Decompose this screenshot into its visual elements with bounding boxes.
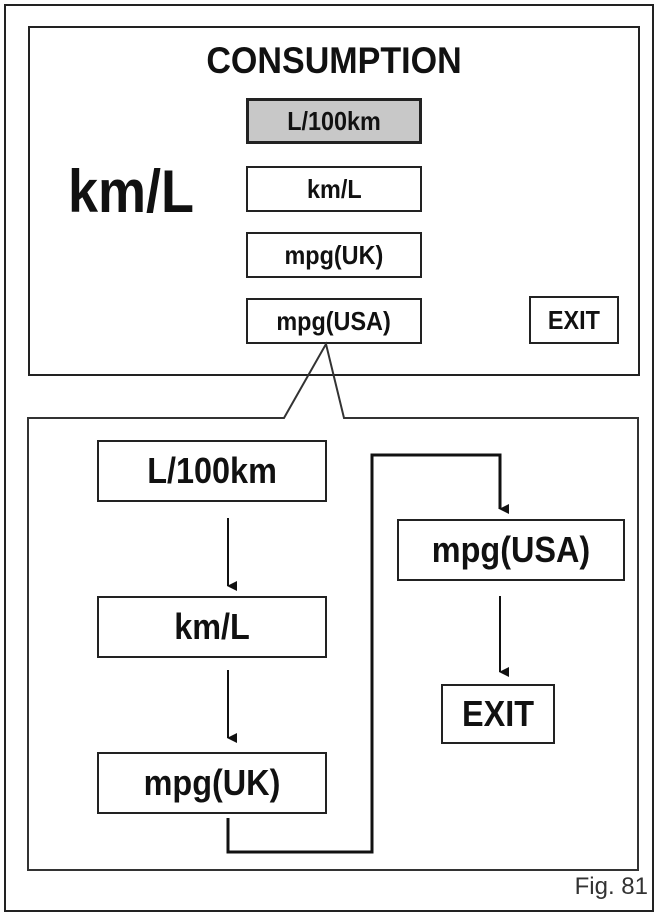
- screen-title: CONSUMPTION: [206, 40, 462, 81]
- exit-button[interactable]: EXIT: [529, 296, 619, 344]
- menu-option-label: mpg(USA): [276, 305, 392, 336]
- menu-option-label: km/L: [306, 173, 362, 204]
- arrow-step3-to-step4: [226, 453, 509, 854]
- menu-option-label: mpg(UK): [284, 239, 384, 270]
- callout-wedge: [27, 341, 639, 850]
- flow-step-l-per-100km: L/100km: [97, 440, 327, 502]
- menu-option-label: L/100km: [287, 105, 381, 136]
- flow-step-label: mpg(USA): [431, 529, 591, 570]
- exit-button-label: EXIT: [547, 304, 601, 335]
- detail-panel-bottom: [27, 850, 639, 871]
- flow-step-label: L/100km: [147, 450, 277, 491]
- current-unit-value: km/L: [68, 158, 195, 225]
- figure-label: Fig. 81: [574, 873, 648, 900]
- menu-option-km-per-l[interactable]: km/L: [246, 166, 422, 212]
- flow-step-exit: EXIT: [441, 684, 555, 744]
- flow-step-label: mpg(UK): [143, 762, 281, 803]
- menu-option-l-per-100km[interactable]: L/100km: [246, 98, 422, 144]
- menu-option-mpg-usa[interactable]: mpg(USA): [246, 298, 422, 344]
- flow-step-km-per-l: km/L: [97, 596, 327, 658]
- flow-step-label: EXIT: [461, 693, 534, 734]
- menu-option-mpg-uk[interactable]: mpg(UK): [246, 232, 422, 278]
- flow-step-label: km/L: [174, 606, 250, 647]
- figure-frame: [4, 4, 654, 912]
- flow-step-mpg-usa: mpg(USA): [397, 519, 625, 581]
- flow-step-mpg-uk: mpg(UK): [97, 752, 327, 814]
